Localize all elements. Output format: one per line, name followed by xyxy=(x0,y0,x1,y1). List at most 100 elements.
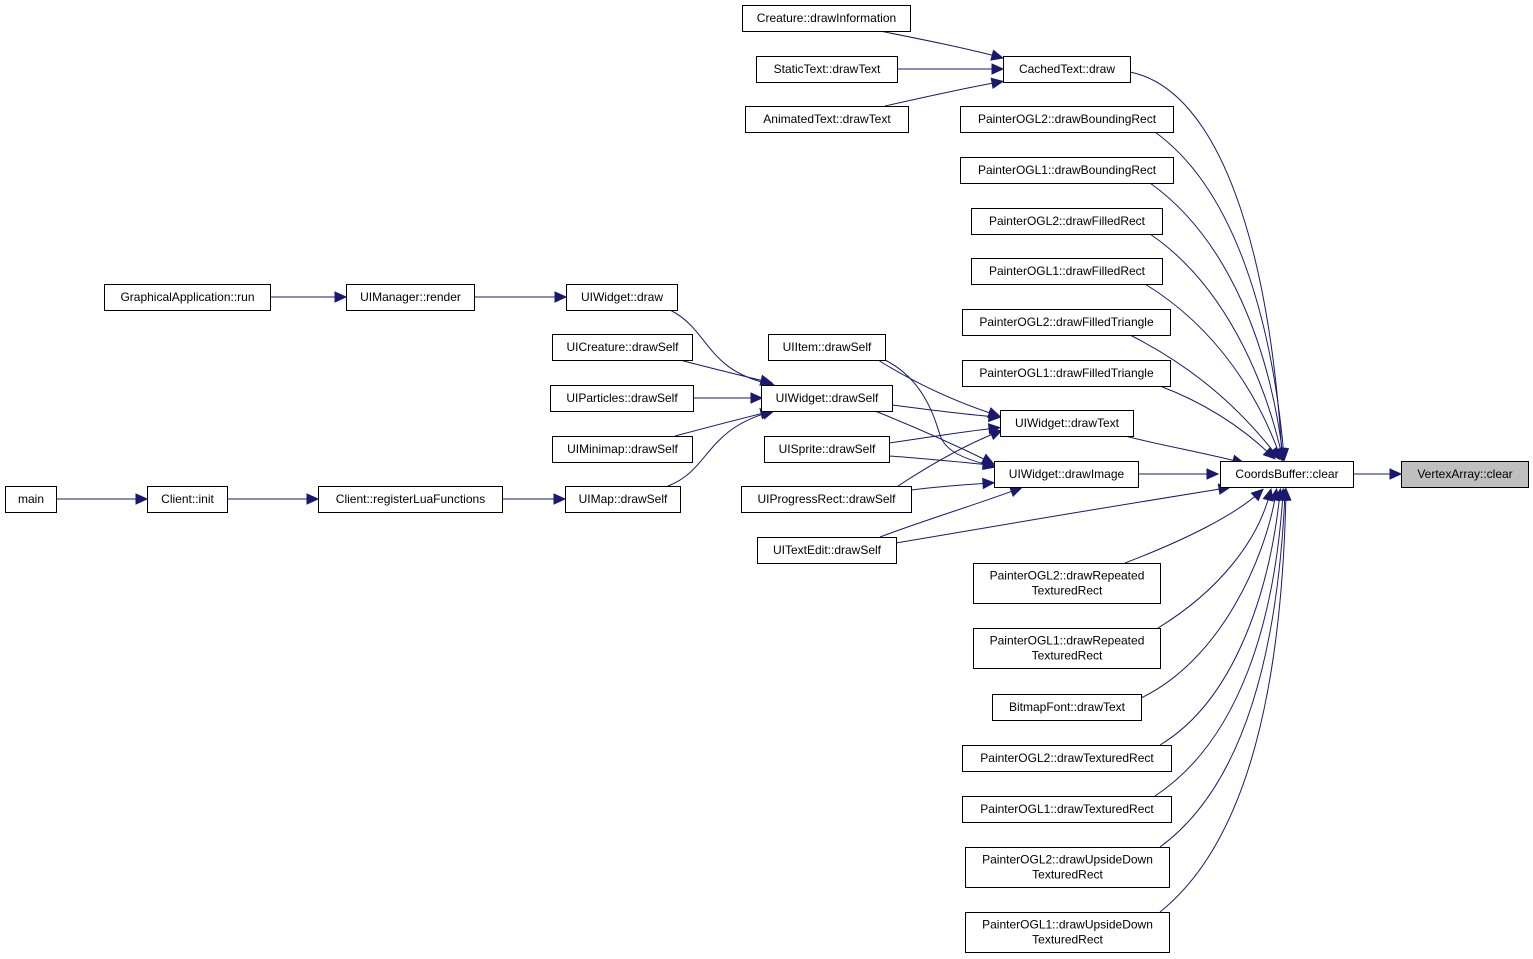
node-box xyxy=(565,486,681,513)
node-box xyxy=(965,912,1170,953)
edge-uicreature_drawself-to-uiwidget_drawself xyxy=(679,359,774,386)
edge-line xyxy=(874,410,991,463)
node-painterogl2_drawtexturedrect[interactable]: PainterOGL2::drawTexturedRect xyxy=(962,745,1172,772)
node-creature_drawinformation[interactable]: Creature::drawInformation xyxy=(742,5,911,32)
node-label: GraphicalApplication::run xyxy=(120,290,254,304)
edge-line xyxy=(897,431,999,487)
node-coordsbuffer_clear[interactable]: CoordsBuffer::clear xyxy=(1220,461,1354,488)
node-uiwidget_drawself[interactable]: UIWidget::drawSelf xyxy=(761,385,893,412)
edge-line xyxy=(1159,492,1287,913)
node-uiwidget_drawtext[interactable]: UIWidget::drawText xyxy=(1000,410,1134,437)
edge-line xyxy=(879,488,1019,538)
edge-line xyxy=(1159,492,1286,848)
node-label: PainterOGL1::drawRepeated xyxy=(990,634,1145,648)
node-label: CachedText::draw xyxy=(1019,62,1115,76)
node-box xyxy=(1003,56,1131,83)
node-box xyxy=(104,284,271,311)
node-label: PainterOGL1::drawUpsideDown xyxy=(982,918,1153,932)
node-label: TexturedRect xyxy=(1032,933,1103,947)
node-uicreature_drawself[interactable]: UICreature::drawSelf xyxy=(552,334,693,361)
node-box xyxy=(566,284,678,311)
edge-line xyxy=(1129,71,1283,457)
edge-line xyxy=(1129,334,1278,457)
node-label: UIWidget::drawSelf xyxy=(776,391,879,405)
node-uiwidget_drawimage[interactable]: UIWidget::drawImage xyxy=(994,461,1139,488)
edge-uiprogressrect_drawself-to-uiwidget_drawimage xyxy=(910,477,996,491)
node-label: UISprite::drawSelf xyxy=(779,442,876,456)
node-label: StaticText::drawText xyxy=(774,62,881,76)
node-label: UIWidget::draw xyxy=(581,290,663,304)
node-box xyxy=(971,258,1163,285)
node-painterogl2_drawfilledtriangle[interactable]: PainterOGL2::drawFilledTriangle xyxy=(962,309,1171,336)
edge-line xyxy=(877,359,997,416)
edge-uiparticles_drawself-to-uiwidget_drawself xyxy=(693,392,764,404)
edge-line xyxy=(1149,233,1283,457)
node-bitmapfont_drawtext[interactable]: BitmapFont::drawText xyxy=(992,694,1142,721)
node-painterogl1_drawboundingrect[interactable]: PainterOGL1::drawBoundingRect xyxy=(960,157,1174,184)
edge-line xyxy=(1154,492,1284,797)
node-vertexarray_clear[interactable]: VertexArray::clear xyxy=(1401,461,1529,488)
edge-painterogl1_drawfilledtriangle-to-coordsbuffer_clear xyxy=(1159,385,1276,460)
node-label: UIWidget::drawText xyxy=(1015,416,1120,430)
node-cachedtext_draw[interactable]: CachedText::draw xyxy=(1003,56,1131,83)
edge-uiwidget_drawimage-to-coordsbuffer_clear xyxy=(1138,468,1220,480)
edge-line xyxy=(667,411,771,487)
arrowhead-icon xyxy=(553,493,567,505)
edge-client_init-to-client_registerluafunctions xyxy=(227,493,320,505)
edge-line xyxy=(1140,492,1277,699)
node-main[interactable]: main xyxy=(5,486,57,513)
node-painterogl1_drawfilledtriangle[interactable]: PainterOGL1::drawFilledTriangle xyxy=(962,360,1171,387)
node-uiminimap_drawself[interactable]: UIMinimap::drawSelf xyxy=(552,436,693,463)
node-uisprite_drawself[interactable]: UISprite::drawSelf xyxy=(764,436,890,463)
node-box xyxy=(962,745,1172,772)
arrowhead-icon xyxy=(1206,468,1220,480)
node-graphicalapplication_run[interactable]: GraphicalApplication::run xyxy=(104,284,271,311)
node-uiwidget_draw[interactable]: UIWidget::draw xyxy=(566,284,678,311)
edge-line xyxy=(910,482,991,491)
arrowhead-icon xyxy=(334,291,348,303)
node-uiparticles_drawself[interactable]: UIParticles::drawSelf xyxy=(550,385,694,412)
node-label: Client::registerLuaFunctions xyxy=(336,492,485,506)
node-box xyxy=(745,106,909,133)
node-box xyxy=(994,461,1139,488)
node-uitextedit_drawself[interactable]: UITextEdit::drawSelf xyxy=(757,537,897,564)
edge-client_registerluafunctions-to-uimap_drawself xyxy=(502,493,567,505)
arrowhead-icon xyxy=(554,291,568,303)
node-uiprogressrect_drawself[interactable]: UIProgressRect::drawSelf xyxy=(741,486,912,513)
edge-line xyxy=(1144,283,1281,457)
arrowhead-icon xyxy=(1389,468,1403,480)
node-label: PainterOGL2::drawTexturedRect xyxy=(980,751,1154,765)
node-box xyxy=(971,208,1163,235)
edge-graphicalapplication_run-to-uimanager_render xyxy=(270,291,348,303)
node-label: PainterOGL1::drawBoundingRect xyxy=(978,163,1157,177)
node-label: UITextEdit::drawSelf xyxy=(773,543,882,557)
edge-uisprite_drawself-to-uiwidget_drawimage xyxy=(888,455,996,471)
node-client_registerluafunctions[interactable]: Client::registerLuaFunctions xyxy=(318,486,503,513)
node-box xyxy=(346,284,475,311)
node-animatedtext_drawtext[interactable]: AnimatedText::drawText xyxy=(745,106,909,133)
edge-line xyxy=(895,487,1227,544)
node-uimap_drawself[interactable]: UIMap::drawSelf xyxy=(565,486,681,513)
edge-painterogl1_drawupsidedowntexturedrect-to-coordsbuffer_clear xyxy=(1159,487,1292,913)
node-statictext_drawtext[interactable]: StaticText::drawText xyxy=(756,56,898,83)
node-box xyxy=(962,360,1171,387)
node-label: Client::init xyxy=(161,492,214,506)
arrowhead-icon xyxy=(990,77,1005,89)
node-box xyxy=(973,563,1161,604)
node-painterogl2_drawfilledrect[interactable]: PainterOGL2::drawFilledRect xyxy=(971,208,1163,235)
node-painterogl1_drawtexturedrect[interactable]: PainterOGL1::drawTexturedRect xyxy=(962,796,1172,823)
node-label: PainterOGL2::drawBoundingRect xyxy=(978,112,1157,126)
node-painterogl1_drawfilledrect[interactable]: PainterOGL1::drawFilledRect xyxy=(971,258,1163,285)
node-box xyxy=(768,334,886,361)
node-uiitem_drawself[interactable]: UIItem::drawSelf xyxy=(768,334,886,361)
node-label: PainterOGL1::drawFilledRect xyxy=(989,264,1146,278)
node-painterogl2_drawboundingrect[interactable]: PainterOGL2::drawBoundingRect xyxy=(960,106,1174,133)
node-client_init[interactable]: Client::init xyxy=(147,486,228,513)
node-uimanager_render[interactable]: UIManager::render xyxy=(346,284,475,311)
edge-line xyxy=(679,359,769,383)
